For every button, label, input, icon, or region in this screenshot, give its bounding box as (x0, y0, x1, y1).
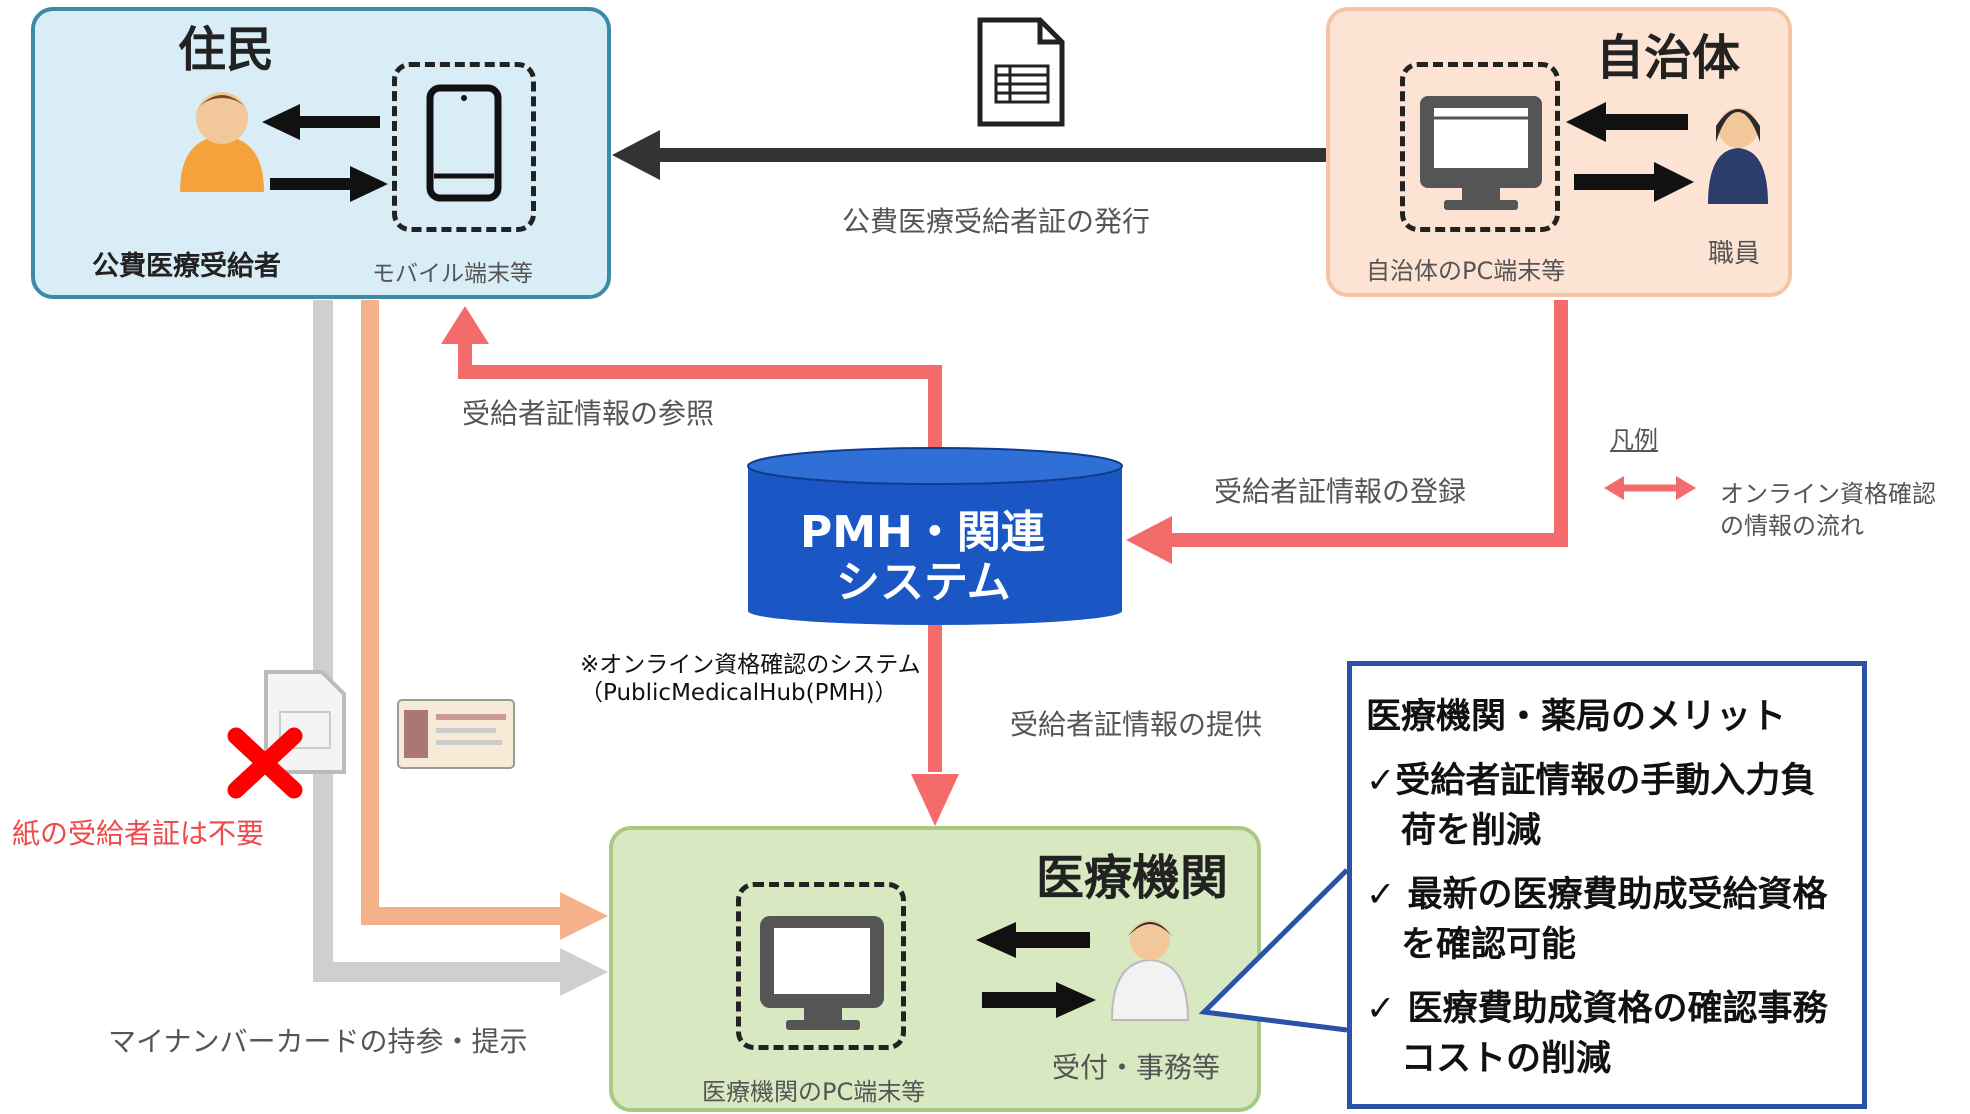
medical-pc-frame (736, 882, 906, 1050)
card-presentation-label: マイナンバーカードの持参・提示 (108, 1025, 528, 1058)
cross-mark-icon (227, 727, 303, 799)
medical-arrow-left-icon (976, 922, 1090, 958)
mynumber-card-icon (397, 699, 515, 769)
merit-box: 医療機関・薬局のメリット ✓受給者証情報の手動入力負 荷を削減 ✓ 最新の医療費… (1347, 661, 1867, 1109)
resident-title: 住民 (178, 22, 275, 78)
medical-arrow-right-icon (982, 982, 1096, 1018)
issue-label: 公費医療受給者証の発行 (842, 205, 1151, 238)
medical-title: 医療機関 (1036, 850, 1229, 906)
card-flow-grey-head (560, 948, 608, 996)
resident-arrow-left-icon (262, 104, 380, 140)
register-label: 受給者証情報の登録 (1214, 475, 1467, 508)
municipality-arrow-right-icon (1574, 162, 1694, 202)
card-flow-grey (313, 300, 560, 982)
municipality-title: 自治体 (1596, 30, 1741, 86)
certificate-document-icon (977, 17, 1065, 127)
system-note-line2: （PublicMedicalHub(PMH)） (580, 680, 898, 706)
merit-item2-line2: を確認可能 (1366, 925, 1577, 965)
no-paper-label: 紙の受給者証は不要 (12, 817, 265, 850)
municipality-arrow-left-icon (1566, 102, 1688, 142)
resident-arrow-right-icon (270, 166, 388, 202)
municipality-pc-icon (1420, 96, 1542, 210)
reference-flow (458, 342, 942, 450)
receptionist-label: 受付・事務等 (1052, 1051, 1221, 1084)
legend-arrow-icon (1604, 476, 1696, 500)
provide-label: 受給者証情報の提供 (1010, 708, 1263, 741)
medical-pc-icon (760, 916, 884, 1030)
staff-label: 職員 (1708, 239, 1761, 269)
issue-arrow-head (612, 130, 660, 180)
staff-person-icon (1708, 108, 1768, 204)
legend-title: 凡例 (1610, 426, 1658, 454)
receptionist-person-icon (1110, 920, 1190, 1021)
system-name-line1: PMH・関連 (800, 507, 1045, 558)
municipality-device-label: 自治体のPC端末等 (1366, 257, 1566, 285)
merit-title: 医療機関・薬局のメリット (1366, 697, 1787, 737)
legend-line1: オンライン資格確認 (1720, 480, 1936, 508)
municipality-pc-frame (1400, 62, 1560, 232)
resident-person-label: 公費医療受給者 (92, 251, 281, 282)
resident-person-icon (180, 92, 264, 192)
merit-item1-line2: 荷を削減 (1366, 811, 1542, 851)
resident-device-label: モバイル端末等 (372, 261, 533, 287)
resident-box (31, 7, 611, 299)
card-flow-peach-head (560, 892, 608, 940)
mobile-phone-icon (426, 84, 502, 202)
merit-item1-line1: ✓受給者証情報の手動入力負 (1366, 761, 1816, 801)
register-flow (1170, 300, 1568, 547)
card-flow-peach (361, 300, 560, 925)
register-flow-head (1126, 516, 1172, 564)
merit-item3-line2: コストの削減 (1366, 1039, 1612, 1079)
pmh-database-icon (747, 447, 1123, 625)
reference-label: 受給者証情報の参照 (462, 397, 715, 430)
merit-item3-line1: ✓ 医療費助成資格の確認事務 (1366, 989, 1828, 1029)
system-name-line2: システム (836, 557, 1011, 608)
reference-flow-head (441, 306, 489, 344)
legend-line2: の情報の流れ (1720, 512, 1864, 540)
merit-callout-pointer (1198, 868, 1349, 1033)
system-note-line1: ※オンライン資格確認のシステム (580, 652, 921, 678)
mobile-frame (392, 62, 536, 232)
provide-flow-head (911, 774, 959, 826)
medical-device-label: 医療機関のPC端末等 (702, 1078, 926, 1106)
merit-item2-line1: ✓ 最新の医療費助成受給資格 (1366, 875, 1828, 915)
